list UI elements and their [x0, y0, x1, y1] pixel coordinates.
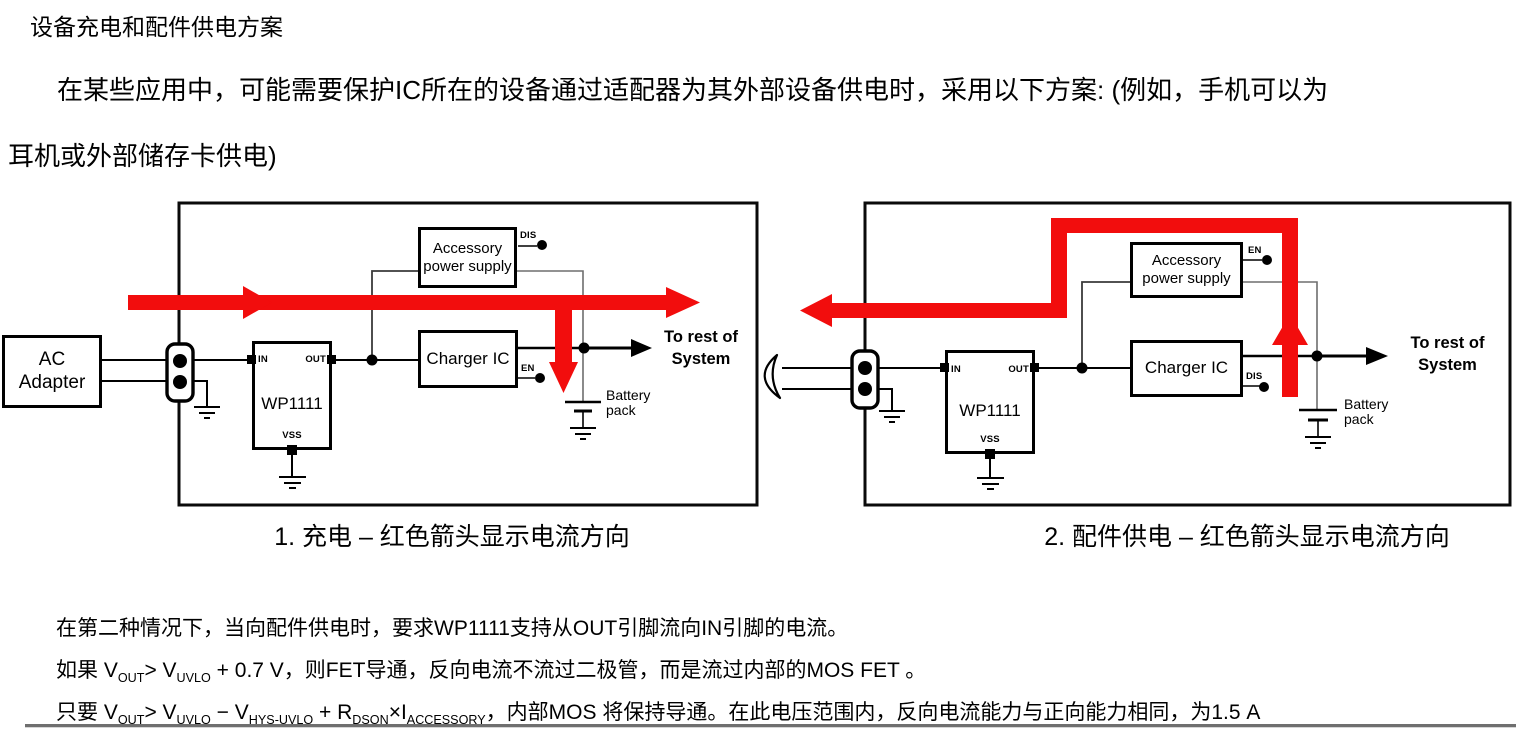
- accessory-label-line2: power supply: [423, 257, 512, 275]
- accessory-label-line1: Accessory: [1151, 252, 1222, 270]
- dis-pin-dot: [537, 240, 547, 250]
- charger-ic-label: Charger IC: [426, 348, 510, 368]
- bottom-divider: [25, 724, 1516, 727]
- diagram1-caption: 1. 充电 – 红色箭头显示电流方向: [274, 523, 630, 551]
- charger-ic-label: Charger IC: [1144, 358, 1229, 378]
- ac-adapter-label: AC Adapter: [18, 349, 86, 393]
- page-title: 设备充电和配件供电方案: [30, 14, 283, 40]
- pin-square-in: [247, 355, 256, 364]
- bottom-divider-highlight: [25, 727, 1516, 728]
- battery-pack-label-d1: Battery pack: [606, 387, 651, 419]
- ic-label: WP1111: [959, 401, 1021, 420]
- pin-label-vss: VSS: [980, 433, 1000, 445]
- wp1111-box-d1: IN OUT WP1111 VSS: [252, 341, 332, 450]
- ground-icon: [279, 476, 306, 489]
- pin-square-in: [940, 363, 949, 372]
- junction-dot: [366, 354, 378, 366]
- note-line1: 在第二种情况下，当向配件供电时，要求WP1111支持从OUT引脚流向IN引脚的电…: [56, 617, 849, 640]
- cable-break-icon: [763, 353, 782, 400]
- connector-icon: [165, 342, 195, 403]
- pin-label-out: OUT: [1008, 364, 1029, 375]
- wp1111-box-d2: IN OUT WP1111 VSS: [945, 350, 1035, 454]
- to-rest-of-system-label-d1: To rest of System: [664, 328, 738, 368]
- pin-square-out: [327, 355, 336, 364]
- battery-pack-label-d2: Battery pack: [1344, 396, 1389, 428]
- pin-label-in: IN: [951, 364, 961, 375]
- pin-label-out: OUT: [305, 354, 326, 365]
- ground-icon: [194, 406, 220, 419]
- charger-ic-box-d1: Charger IC: [418, 330, 518, 388]
- connector-icon: [850, 349, 880, 410]
- note-line3: 只要 VOUT> VUVLO − VHYS-UVLO + RDSON×IACCE…: [56, 701, 1261, 728]
- current-direction-arrow-diagram1: [128, 286, 700, 393]
- pin-label-in: IN: [258, 354, 268, 365]
- charger-ic-box-d2: Charger IC: [1130, 340, 1243, 397]
- en-pin-dot: [535, 373, 545, 383]
- intro-line2: 耳机或外部储存卡供电): [8, 141, 277, 171]
- charger-pin-label-d2: DIS: [1246, 371, 1263, 382]
- battery-icon: [565, 400, 601, 440]
- accessory-pin-label-d1: DIS: [520, 230, 537, 241]
- accessory-power-supply-box-d2: Accessory power supply: [1130, 242, 1243, 298]
- to-rest-of-system-label-d2: To rest of System: [1410, 334, 1485, 374]
- diagram2-caption: 2. 配件供电 – 红色箭头显示电流方向: [1044, 523, 1450, 551]
- to-system-arrowhead-icon: [631, 339, 652, 357]
- pin-label-vss: VSS: [282, 429, 302, 441]
- accessory-power-supply-box-d1: Accessory power supply: [418, 227, 517, 288]
- junction-dot: [578, 342, 590, 354]
- pin-square-vss: [985, 449, 995, 459]
- battery-icon: [1299, 408, 1337, 449]
- charger-pin-label-d1: EN: [521, 363, 535, 374]
- accessory-label-line1: Accessory: [432, 239, 503, 257]
- ground-icon: [879, 410, 905, 423]
- dis-pin-dot: [1259, 382, 1269, 392]
- ic-label: WP1111: [261, 394, 323, 413]
- accessory-pin-label-d2: EN: [1248, 245, 1262, 256]
- junction-dot: [1076, 362, 1088, 374]
- en-pin-dot: [1262, 255, 1272, 265]
- pin-square-vss: [287, 445, 297, 455]
- ac-adapter-box: AC Adapter: [2, 335, 102, 408]
- junction-dot: [1311, 350, 1323, 362]
- current-direction-arrow-diagram2: [800, 218, 1308, 397]
- to-system-arrowhead-icon: [1366, 347, 1388, 365]
- note-line2: 如果 VOUT> VUVLO + 0.7 V，则FET导通，反向电流不流过二极管…: [56, 659, 927, 686]
- intro-line1: 在某些应用中，可能需要保护IC所在的设备通过适配器为其外部设备供电时，采用以下方…: [57, 75, 1329, 105]
- ground-icon: [977, 477, 1004, 490]
- pin-square-out: [1030, 363, 1039, 372]
- accessory-label-line2: power supply: [1142, 270, 1231, 287]
